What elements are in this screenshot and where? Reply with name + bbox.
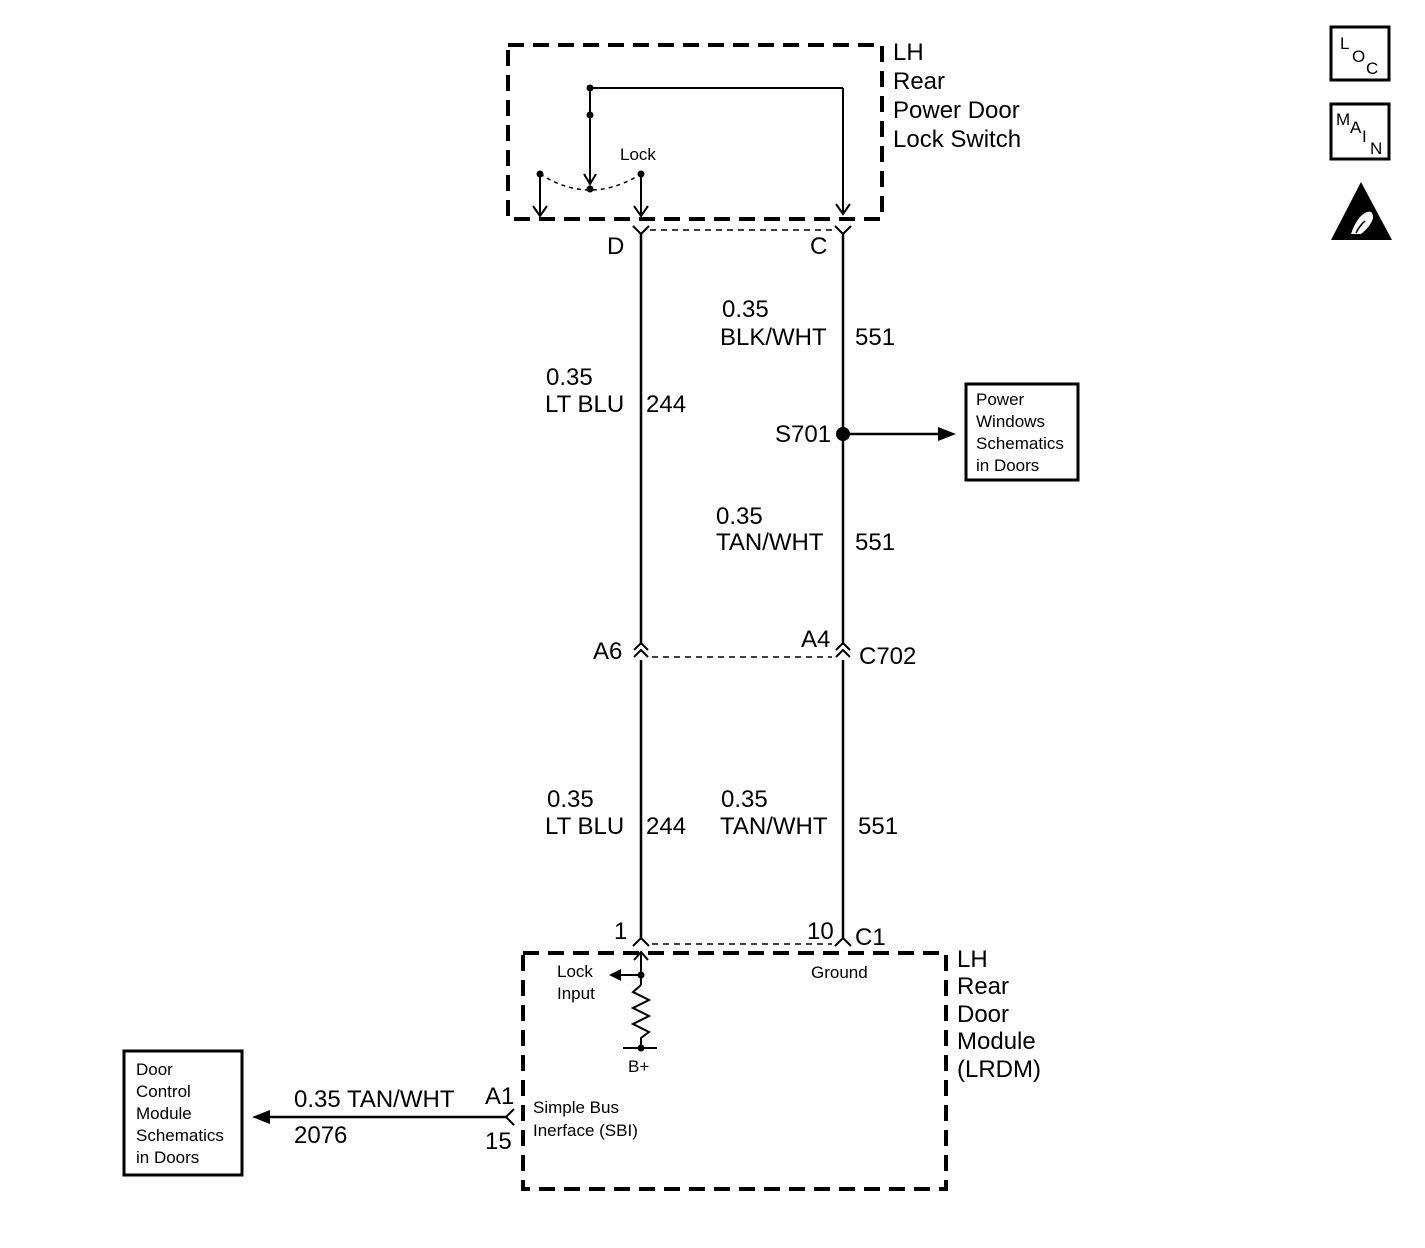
svg-text:0.35: 0.35 xyxy=(722,296,769,323)
switch-outline xyxy=(506,43,884,221)
door-control-ref-box[interactable]: Door Control Module Schematics in Doors xyxy=(122,1049,244,1177)
svg-text:0.35: 0.35 xyxy=(716,503,763,530)
wire-label-lower-c: 0.35 TAN/WHT 551 xyxy=(720,786,898,840)
switch-internals xyxy=(532,84,851,218)
pin-a1: A1 xyxy=(485,1083,514,1110)
svg-text:LT BLU: LT BLU xyxy=(545,391,624,418)
svg-text:A: A xyxy=(1350,118,1362,137)
sbi-wire-circuit: 2076 xyxy=(294,1122,347,1149)
svg-text:551: 551 xyxy=(855,529,895,556)
lock-label: Lock xyxy=(620,145,656,164)
svg-text:(LRDM): (LRDM) xyxy=(957,1056,1041,1083)
sbi-wire-label: 0.35 TAN/WHT xyxy=(294,1086,455,1113)
svg-text:LT BLU: LT BLU xyxy=(545,813,624,840)
wire-label-upper-d: 0.35 LT BLU 244 xyxy=(545,364,686,418)
pin-15: 15 xyxy=(485,1128,512,1155)
wire-label-mid-c: 0.35 TAN/WHT 551 xyxy=(716,503,895,556)
main-icon[interactable]: M A I N xyxy=(1329,102,1391,161)
svg-text:C: C xyxy=(1366,59,1378,78)
svg-text:N: N xyxy=(1370,139,1382,158)
pin-a4: A4 xyxy=(801,626,830,653)
switch-label: LH Rear Power Door Lock Switch xyxy=(893,39,1021,153)
sbi-label-2: Inerface (SBI) xyxy=(533,1121,638,1140)
svg-text:Rear: Rear xyxy=(957,973,1009,1000)
svg-text:in Doors: in Doors xyxy=(136,1148,199,1167)
svg-text:Power: Power xyxy=(976,390,1025,409)
svg-text:O: O xyxy=(1352,47,1365,66)
svg-text:Lock Switch: Lock Switch xyxy=(893,126,1021,153)
svg-text:LH: LH xyxy=(957,946,988,973)
svg-text:Schematics: Schematics xyxy=(136,1126,224,1145)
module-outline xyxy=(521,951,948,1191)
lock-input-label-2: Input xyxy=(557,984,595,1003)
wire-label-lower-d: 0.35 LT BLU 244 xyxy=(545,786,686,840)
module-label: LH Rear Door Module (LRDM) xyxy=(957,946,1041,1083)
sbi-label: Simple Bus xyxy=(533,1098,619,1117)
svg-text:Rear: Rear xyxy=(893,68,945,95)
svg-text:M: M xyxy=(1336,110,1350,129)
sbi-wire xyxy=(252,1110,506,1124)
svg-text:Module: Module xyxy=(136,1104,192,1123)
svg-text:551: 551 xyxy=(855,324,895,351)
loc-icon[interactable]: L O C xyxy=(1329,25,1391,82)
svg-text:TAN/WHT: TAN/WHT xyxy=(720,813,828,840)
svg-text:244: 244 xyxy=(646,391,686,418)
svg-text:Door: Door xyxy=(957,1001,1009,1028)
svg-text:Power Door: Power Door xyxy=(893,97,1020,124)
svg-text:0.35: 0.35 xyxy=(721,786,768,813)
power-windows-ref-box[interactable]: Power Windows Schematics in Doors xyxy=(964,382,1080,482)
splice-label: S701 xyxy=(775,421,831,448)
pin-10: 10 xyxy=(807,918,834,945)
connector-c702 xyxy=(633,641,851,658)
connector-c1 xyxy=(632,936,852,947)
svg-text:244: 244 xyxy=(646,813,686,840)
lock-input-label: Lock xyxy=(557,962,593,981)
svg-text:Schematics: Schematics xyxy=(976,434,1064,453)
svg-text:Door: Door xyxy=(136,1060,173,1079)
pin-c: C xyxy=(810,233,827,260)
connector-c702-label: C702 xyxy=(859,643,916,670)
pin-d: D xyxy=(607,233,624,260)
pin-1: 1 xyxy=(614,918,627,945)
svg-text:in Doors: in Doors xyxy=(976,456,1039,475)
bplus-label: B+ xyxy=(628,1057,649,1076)
pin-a1-connector xyxy=(504,1108,515,1126)
svg-text:0.35: 0.35 xyxy=(546,364,593,391)
svg-text:551: 551 xyxy=(858,813,898,840)
svg-text:TAN/WHT: TAN/WHT xyxy=(716,529,824,556)
svg-text:L: L xyxy=(1340,34,1349,53)
svg-text:LH: LH xyxy=(893,39,924,66)
svg-text:I: I xyxy=(1362,127,1367,146)
svg-text:0.35: 0.35 xyxy=(547,786,594,813)
ground-label: Ground xyxy=(811,963,868,982)
wire-label-upper-c: 0.35 BLK/WHT 551 xyxy=(720,296,895,351)
pin-a6: A6 xyxy=(593,638,622,665)
svg-text:Windows: Windows xyxy=(976,412,1045,431)
lock-input-circuit xyxy=(609,950,657,1052)
splice-arrow xyxy=(843,427,956,441)
svg-text:Module: Module xyxy=(957,1028,1036,1055)
esd-warning-icon xyxy=(1331,182,1392,240)
svg-text:BLK/WHT: BLK/WHT xyxy=(720,324,827,351)
connector-c1-label: C1 xyxy=(855,924,886,951)
svg-text:Control: Control xyxy=(136,1082,191,1101)
